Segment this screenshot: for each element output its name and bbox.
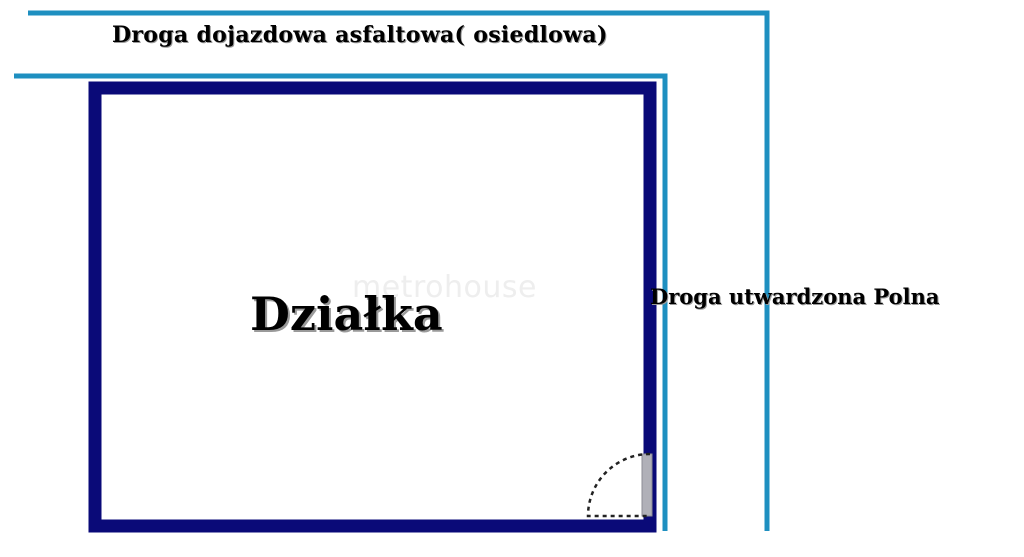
asphalt-road-line [28, 10, 770, 531]
paved-road-line [14, 73, 668, 531]
watermark: metrohouse [352, 270, 537, 305]
asphalt-road-label: Droga dojazdowa asfaltowa( osiedlowa) [112, 22, 608, 48]
plot-boundary [88, 81, 657, 533]
plot-label: Działka [250, 287, 443, 341]
paved-road-label: Droga utwardzona Polna [650, 284, 940, 309]
gate-swing-arc [586, 452, 651, 518]
gate-leaf [641, 453, 653, 517]
